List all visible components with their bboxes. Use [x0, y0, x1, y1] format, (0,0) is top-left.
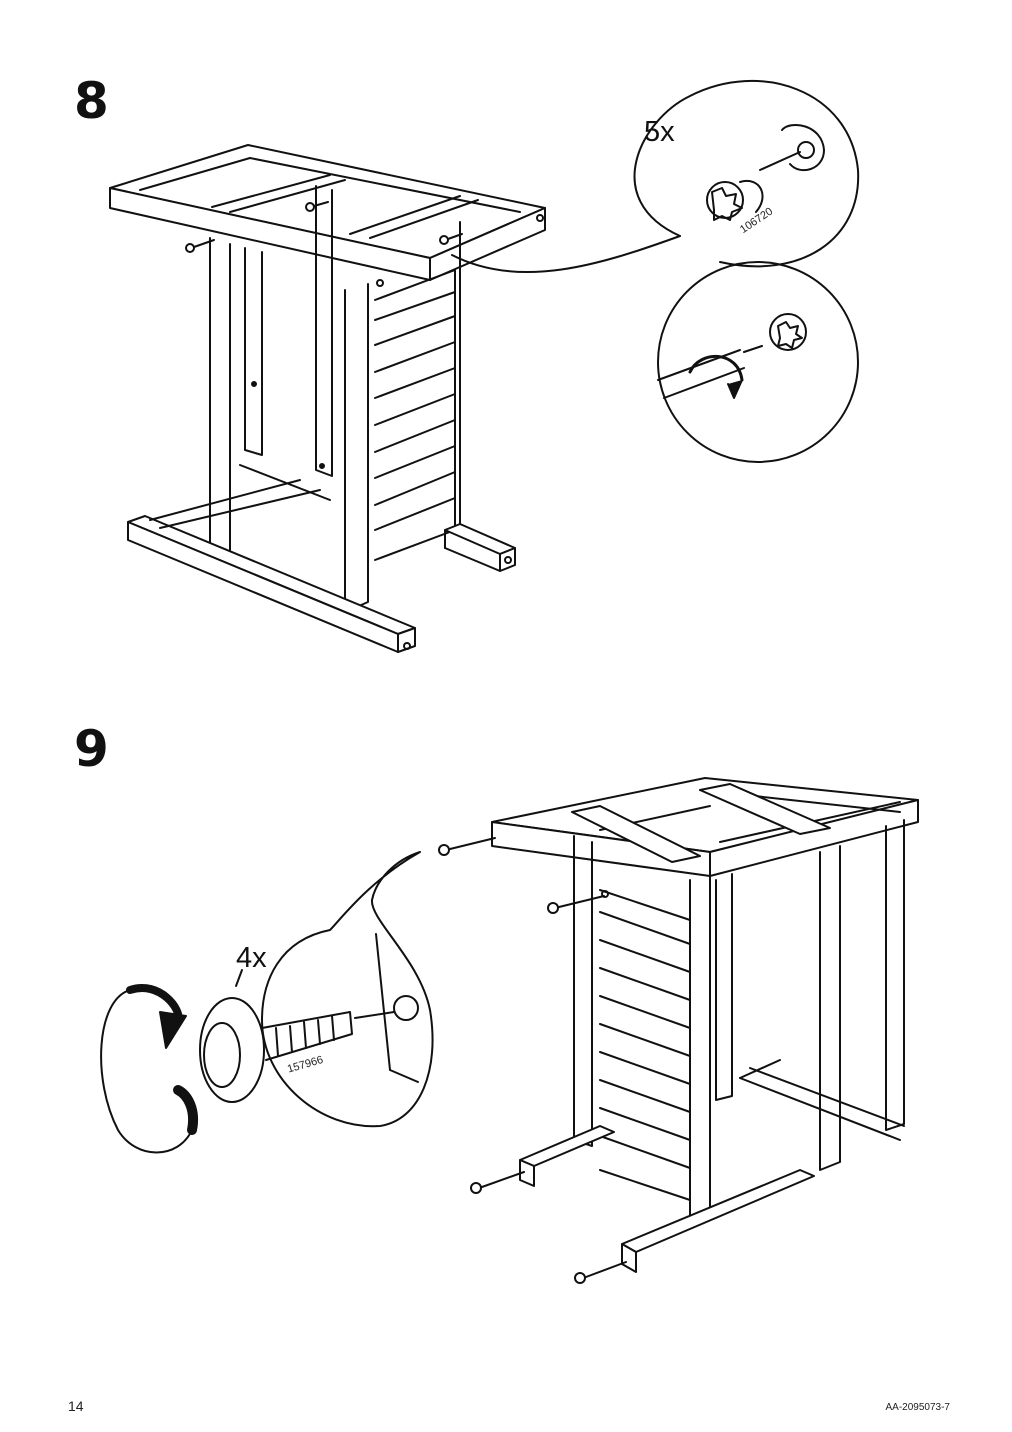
step-9-frame-drawing: [438, 777, 919, 1284]
step-8-frame-drawing: [109, 144, 681, 653]
document-code: AA-2095073-7: [885, 1402, 951, 1413]
cam-lock-fitting-icon: [706, 123, 825, 221]
step-8-detail-callout: [633, 80, 860, 463]
step-9-quantity: 4x: [236, 942, 267, 974]
adjustable-foot-glide-icon: [199, 969, 353, 1103]
step-9-number: 9: [74, 720, 109, 778]
step-8-number: 8: [74, 72, 109, 130]
page-number: 14: [68, 1398, 84, 1414]
slat-panel-9: [599, 889, 691, 1201]
step-9-detail-callout: [261, 851, 434, 1128]
slat-panel: [374, 269, 456, 561]
step-8-quantity: 5x: [644, 116, 675, 148]
clockwise-rotate-arrow-icon: [100, 984, 198, 1154]
screwdriver-turn-icon: [657, 313, 807, 399]
